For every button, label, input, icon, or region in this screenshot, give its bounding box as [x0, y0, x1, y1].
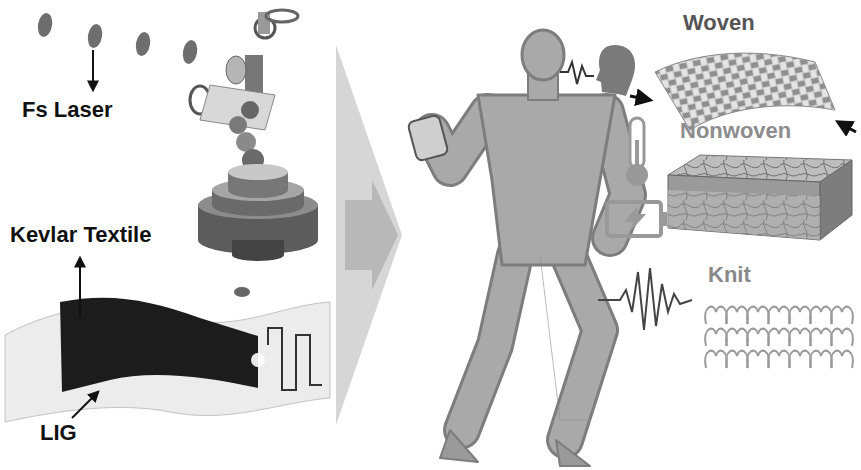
part-label: LIG: [40, 420, 77, 445]
knit-loop: [768, 329, 790, 346]
part-label: Knit: [708, 262, 751, 287]
pointer-arrow: [92, 50, 94, 90]
serpentine-trace: [268, 328, 322, 390]
objective-lens: [198, 164, 318, 261]
knit-loop: [831, 329, 853, 346]
knit-loop: [789, 307, 811, 324]
knit-loop: [831, 307, 853, 324]
nonwoven-fabric: [668, 155, 852, 240]
laser-spot: [251, 353, 265, 367]
part-label: Woven: [683, 10, 755, 35]
knit-loop: [810, 329, 832, 346]
pointer-arrow: [72, 392, 98, 418]
optical-path: [190, 10, 298, 171]
knit-loop: [810, 351, 832, 368]
knit-loop: [747, 307, 769, 324]
signal-wave: [598, 268, 692, 330]
knit-loop: [747, 351, 769, 368]
knit-loop: [747, 329, 769, 346]
knit-loop: [768, 307, 790, 324]
thermometer-icon: [626, 118, 648, 186]
knit-loop: [705, 307, 727, 324]
part-label: Fs Laser: [22, 97, 113, 122]
human-figure: [407, 30, 628, 466]
knit-loop: [789, 351, 811, 368]
lig-region: [60, 298, 258, 392]
knit-loop: [726, 351, 748, 368]
battery-icon: [607, 202, 667, 236]
part-label: Nonwoven: [680, 118, 791, 143]
knit-loop: [726, 329, 748, 346]
process-arrow: [336, 45, 402, 425]
part-label: Kevlar Textile: [10, 222, 151, 247]
knit-fabric: [705, 307, 853, 368]
knit-loop: [810, 307, 832, 324]
knit-loop: [831, 351, 853, 368]
pointer-arrow: [79, 258, 81, 318]
knit-loop: [768, 351, 790, 368]
knit-loop: [705, 329, 727, 346]
knit-loop: [789, 329, 811, 346]
laser-pulses: [36, 12, 199, 65]
process-arrow: [345, 180, 398, 290]
knit-loop: [705, 351, 727, 368]
knit-loop: [726, 307, 748, 324]
voice-icon: [560, 45, 635, 96]
